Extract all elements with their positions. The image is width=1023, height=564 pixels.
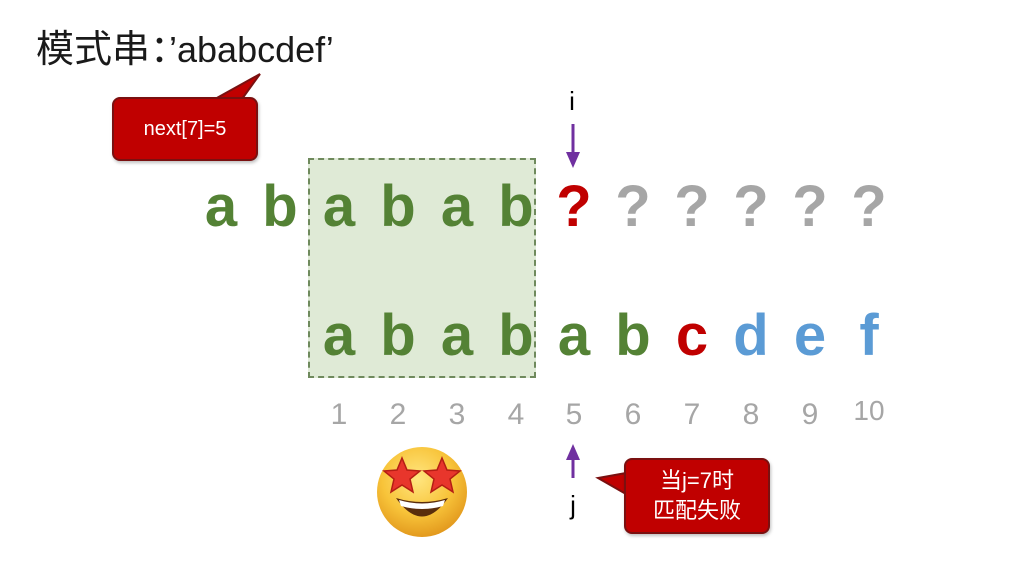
index-label: 1 (330, 398, 348, 431)
fail-callout-line2: 匹配失败 (652, 498, 741, 523)
next-callout: next[7]=5 (112, 97, 258, 161)
index-label: 5 (565, 398, 583, 431)
main-char: ? (851, 174, 887, 239)
title-pattern: ’ababcdef’ (169, 29, 334, 70)
fail-callout: 当j=7时 匹配失败 (624, 458, 770, 534)
index-label: 2 (389, 398, 407, 431)
index-label: 4 (507, 398, 525, 431)
main-char: ? (674, 174, 710, 239)
main-char: ? (556, 174, 592, 239)
pattern-char: e (793, 303, 827, 368)
i-arrow-icon (566, 124, 580, 168)
pattern-char: b (380, 303, 416, 368)
pattern-char: b (615, 303, 651, 368)
main-char: a (322, 174, 356, 239)
pattern-char: a (322, 303, 356, 368)
main-char: a (440, 174, 474, 239)
title-prefix: 模式串： (36, 27, 170, 71)
page-title: 模式串：’ababcdef’ (36, 18, 334, 73)
main-char: ? (733, 174, 769, 239)
index-label: 7 (683, 398, 701, 431)
j-arrow-icon (566, 444, 580, 478)
i-pointer-label: i (569, 86, 575, 116)
pattern-char: a (440, 303, 474, 368)
index-label: 3 (448, 398, 466, 431)
main-char: ? (615, 174, 651, 239)
pattern-char: c (675, 303, 709, 368)
pattern-char: b (498, 303, 534, 368)
main-char: b (380, 174, 416, 239)
matched-prefix-highlight (308, 158, 536, 378)
fail-callout-line1: 当j=7时 (660, 468, 734, 493)
main-char: b (498, 174, 534, 239)
main-char: ? (792, 174, 828, 239)
index-label: 6 (624, 398, 642, 431)
j-pointer-label: j (570, 490, 576, 520)
star-struck-emoji-icon (377, 447, 467, 537)
pattern-char: f (859, 303, 879, 368)
pattern-char: a (557, 303, 591, 368)
main-char: b (262, 174, 298, 239)
index-label: 9 (801, 398, 819, 431)
main-char: a (204, 174, 238, 239)
pattern-char: d (733, 303, 769, 368)
index-label: 8 (742, 398, 760, 431)
next-callout-text: next[7]=5 (143, 118, 227, 140)
index-label: 10 (853, 395, 885, 426)
